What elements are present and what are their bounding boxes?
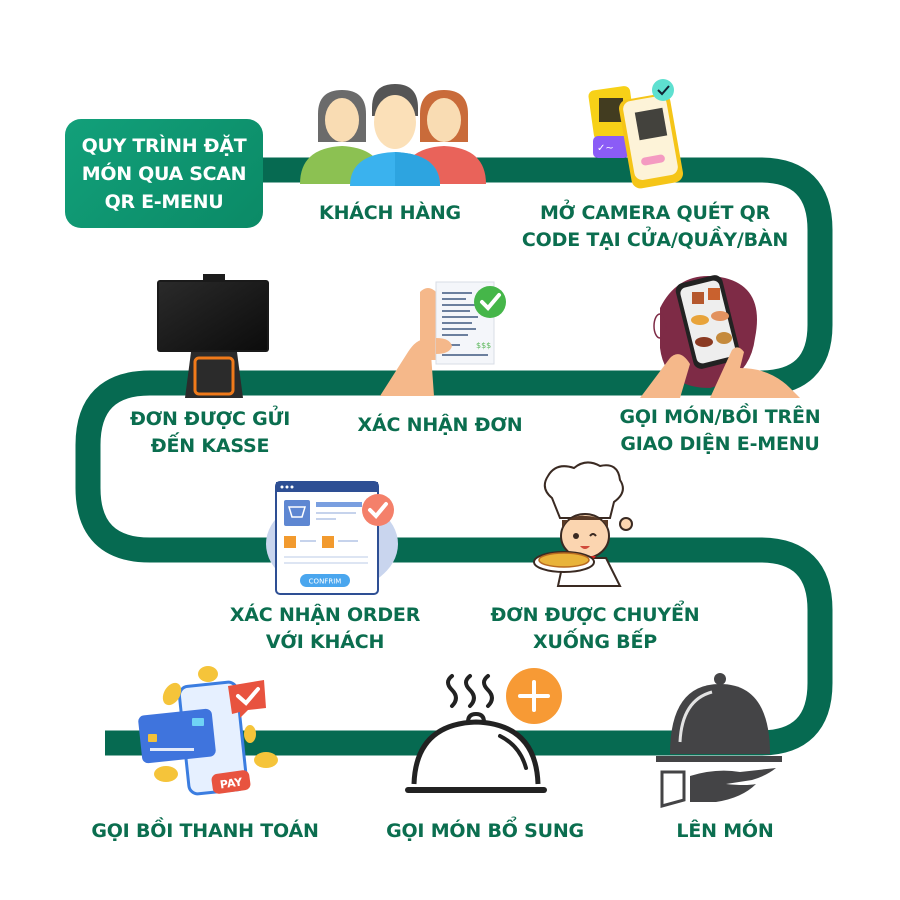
step-2-label: MỞ CAMERA QUÉT QR CODE TẠI CỬA/QUẦY/BÀN — [521, 202, 789, 251]
step-10-label: GỌI BỒI THANH TOÁN — [91, 820, 319, 842]
receipt-amount: $$$ — [476, 341, 491, 350]
svg-text:✓~: ✓~ — [597, 143, 614, 154]
card-phone-pay-icon: PAY — [138, 666, 278, 796]
step-4-label: XÁC NHẬN ĐƠN — [357, 414, 523, 436]
title-line-1: QUY TRÌNH ĐẶT — [81, 134, 247, 157]
step-3-label: GỌI MÓN/BỒI TRÊN GIAO DIỆN E-MENU — [619, 406, 821, 455]
step-6-label: XÁC NHẬN ORDER VỚI KHÁCH — [229, 604, 421, 653]
qr-scan-phone-icon: ✓~ — [588, 79, 683, 189]
confirm-order-window-icon: CONFRIM — [266, 481, 398, 595]
confirm-button-text: CONFRIM — [309, 578, 342, 586]
receipt-check-hand-icon: $$$ — [380, 281, 506, 396]
chef-pizza-icon — [533, 461, 633, 587]
cloche-plus-icon — [405, 668, 562, 793]
customers-group-icon — [300, 84, 486, 186]
step-9-label: GỌI MÓN BỔ SUNG — [386, 820, 584, 842]
phone-menu-hand-icon — [640, 275, 800, 398]
title-line-2: MÓN QUA SCAN — [81, 162, 247, 185]
track-path — [75, 157, 833, 756]
step-5-label: ĐƠN ĐƯỢC GỬI ĐẾN KASSE — [129, 408, 291, 457]
serving-cloche-hand-icon — [656, 673, 782, 808]
title-line-3: QR E-MENU — [104, 190, 224, 213]
step-8-label: LÊN MÓN — [676, 820, 774, 842]
pos-terminal-icon — [157, 274, 269, 398]
step-1-label: KHÁCH HÀNG — [319, 202, 461, 224]
title-box: QUY TRÌNH ĐẶT MÓN QUA SCAN QR E-MENU — [65, 119, 263, 228]
step-7-label: ĐƠN ĐƯỢC CHUYỂN XUỐNG BẾP — [490, 604, 700, 653]
pay-badge-text: PAY — [219, 775, 244, 791]
